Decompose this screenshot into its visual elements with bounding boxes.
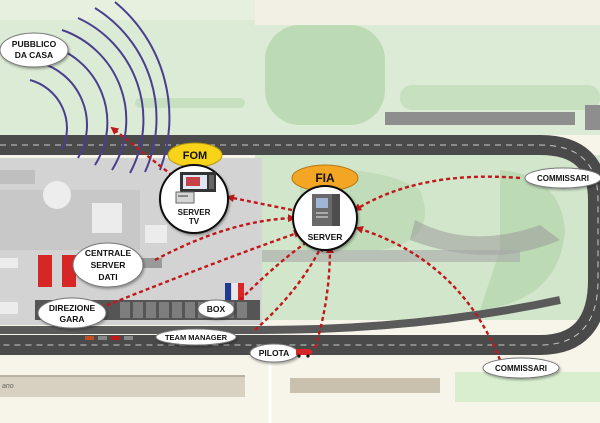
box-label: BOX — [207, 304, 226, 314]
centrale-label-2: SERVER — [91, 260, 126, 270]
tv-server-icon — [175, 172, 216, 204]
pilota-label: PILOTA — [259, 348, 290, 358]
fia-server-label: SERVER — [308, 232, 343, 242]
direzione-label-2: GARA — [59, 314, 84, 324]
arrow-commissari-bottom-to-fia — [355, 225, 502, 361]
node-box — [197, 299, 235, 319]
node-direzione-gara — [37, 297, 107, 329]
node-fom-server-tv — [159, 142, 229, 234]
red-building-1 — [38, 255, 52, 287]
broadcast-waves-icon — [29, 1, 171, 174]
upper-grey-strip — [385, 112, 575, 125]
pit-lane — [0, 296, 561, 334]
centrale-label-3: DATI — [98, 272, 117, 282]
pubblico-label-2: DA CASA — [15, 50, 53, 60]
commissari-bottom-label: COMMISSARI — [495, 364, 547, 373]
node-pubblico-da-casa — [0, 32, 69, 68]
lower-road — [0, 375, 245, 397]
team-manager-label: TEAM MANAGER — [165, 333, 228, 342]
race-car-icon — [296, 349, 313, 358]
arrow-commissari-top-to-fia — [353, 175, 521, 212]
node-commissari-top — [524, 167, 600, 189]
direzione-label-1: DIREZIONE — [49, 303, 96, 313]
red-building-2 — [62, 255, 76, 287]
fom-server-label-2: TV — [189, 217, 200, 226]
node-commissari-bottom — [482, 357, 560, 379]
pubblico-label-1: PUBBLICO — [12, 39, 57, 49]
commissari-top-label: COMMISSARI — [537, 174, 589, 183]
server-tower-icon — [312, 194, 340, 226]
node-centrale-server-dati — [72, 242, 144, 288]
fom-badge-label: FOM — [183, 150, 207, 162]
node-team-manager — [155, 328, 237, 346]
arrow-fia-to-fom — [226, 194, 293, 212]
grass-patch-upper — [265, 25, 385, 125]
centrale-label-1: CENTRALE — [85, 248, 132, 258]
fom-server-label-1: SERVER — [178, 208, 211, 217]
arrow-team-manager-to-fia — [254, 243, 324, 331]
fia-badge-label: FIA — [315, 171, 335, 185]
paddock-round-structure — [43, 181, 71, 209]
road-label: ano — [2, 383, 14, 390]
connections — [99, 126, 521, 361]
arrow-direzione-to-fia — [99, 230, 302, 310]
node-fia-server — [291, 164, 359, 251]
arrow-box-to-fia — [239, 238, 312, 301]
arrow-centrale-to-fia — [154, 214, 296, 262]
arrow-fom-to-public — [110, 126, 179, 181]
arrow-pilota-to-fia — [313, 245, 334, 349]
